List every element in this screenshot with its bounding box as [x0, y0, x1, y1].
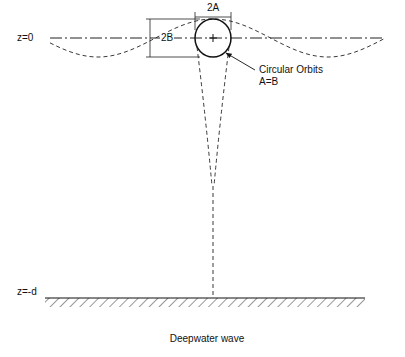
dimension-line: [150, 19, 151, 57]
extension-line: [195, 12, 196, 30]
datum-label: z=-d: [16, 286, 38, 298]
callout-label: Circular Orbits A=B: [258, 64, 340, 88]
wave-profile: [50, 19, 384, 57]
datum-label: z=0: [16, 32, 34, 44]
decay-envelope: [214, 47, 229, 186]
orbit-circle: [195, 19, 231, 57]
leader-line: [226, 53, 255, 70]
dimension-label: 2B: [160, 32, 174, 44]
vertical-axis: [213, 186, 214, 296]
dimension-label: 2A: [206, 2, 220, 14]
wave-profile: [50, 19, 384, 57]
decay-envelope: [197, 47, 212, 186]
extension-line: [146, 57, 200, 58]
seabed-line: [45, 297, 365, 298]
still-water-line: [50, 38, 385, 39]
dimension-line: [195, 17, 231, 18]
caption: Deepwater wave: [169, 333, 245, 345]
extension-line: [231, 12, 232, 30]
extension-line: [146, 19, 200, 20]
seabed-hatch: [45, 298, 365, 307]
center-mark: [213, 34, 214, 42]
